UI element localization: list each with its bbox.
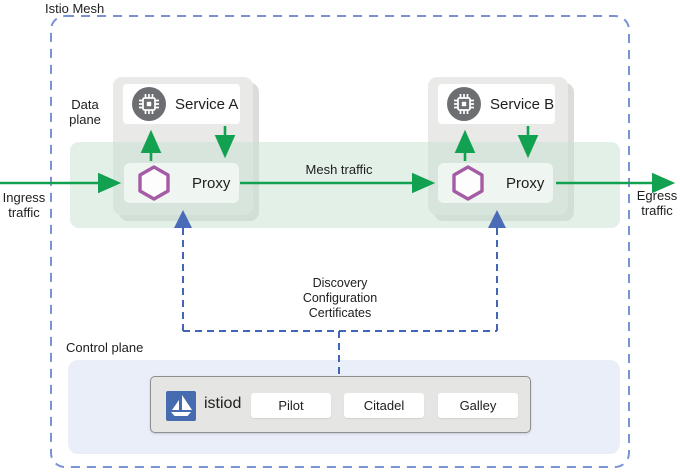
egress-line2: traffic xyxy=(641,203,673,218)
proxy-b-label: Proxy xyxy=(506,174,545,192)
ingress-line1: Ingress xyxy=(2,190,46,205)
istio-sailboat-logo xyxy=(166,391,196,421)
pilot-label: Pilot xyxy=(278,398,304,413)
service-b-box: Service B xyxy=(438,84,555,124)
proxy-a-label: Proxy xyxy=(192,174,231,192)
discovery-line: Discovery xyxy=(312,276,368,290)
proxy-a-box: Proxy xyxy=(124,163,239,203)
certificates-line: Certificates xyxy=(308,306,372,320)
ingress-line2: traffic xyxy=(8,205,40,220)
citadel-box: Citadel xyxy=(344,393,424,418)
service-b-label: Service B xyxy=(490,95,555,113)
mesh-traffic-label: Mesh traffic xyxy=(305,162,373,177)
istiod-label: istiod xyxy=(204,395,242,412)
microchip-icon xyxy=(132,87,166,121)
sailboat-icon xyxy=(171,395,192,416)
galley-box: Galley xyxy=(438,393,518,418)
service-a-box: Service A xyxy=(123,84,240,124)
hexagon-envoy-icon xyxy=(452,165,484,201)
microchip-icon xyxy=(447,87,481,121)
service-a-label: Service A xyxy=(175,95,239,113)
proxy-b-box: Proxy xyxy=(438,163,553,203)
citadel-label: Citadel xyxy=(363,398,405,413)
hexagon-envoy-icon xyxy=(138,165,170,201)
galley-label: Galley xyxy=(459,398,497,413)
configuration-line: Configuration xyxy=(302,291,378,305)
ingress-traffic-label: Ingress traffic xyxy=(0,190,48,220)
pilot-box: Pilot xyxy=(251,393,331,418)
control-path-label: Discovery Configuration Certificates xyxy=(285,276,395,321)
egress-line1: Egress xyxy=(636,188,678,203)
istio-mesh-title: Istio Mesh xyxy=(45,1,105,16)
control-plane-label: Control plane xyxy=(66,340,144,355)
egress-traffic-label: Egress traffic xyxy=(634,188,680,218)
istiod-box: istiod Pilot Citadel Galley xyxy=(150,376,531,433)
data-plane-label: Data plane xyxy=(69,97,101,127)
